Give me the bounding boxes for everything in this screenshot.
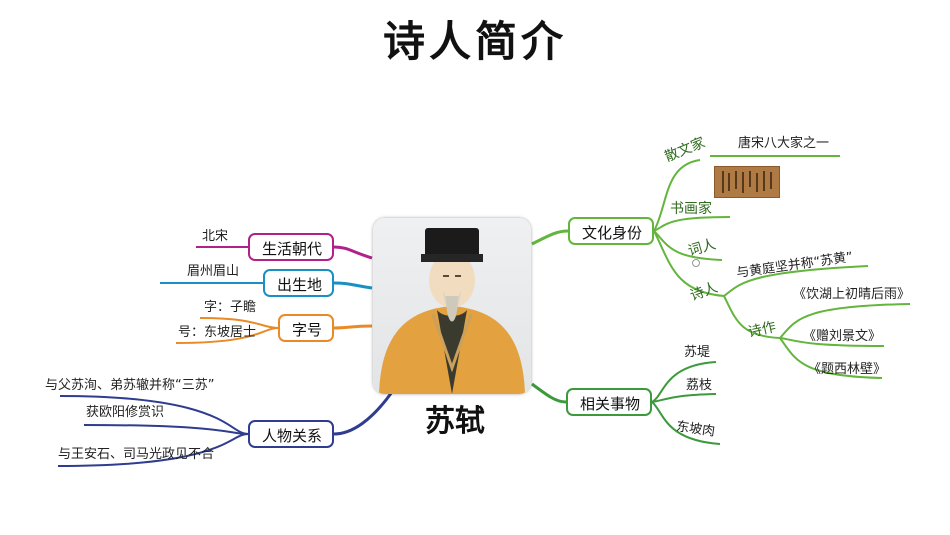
node-era[interactable]: 生活朝代 bbox=[248, 233, 334, 261]
connector-prose bbox=[653, 159, 701, 232]
connector-rel-3 bbox=[57, 433, 249, 467]
center-name: 苏轼 bbox=[425, 404, 485, 439]
connector-thing-3 bbox=[651, 401, 721, 445]
label-era-value: 北宋 bbox=[202, 229, 229, 244]
connector-thing-2 bbox=[651, 393, 717, 403]
connector-hao bbox=[175, 327, 279, 344]
connector-work-2 bbox=[779, 337, 885, 347]
label-relation-2: 获欧阳修赏识 bbox=[86, 405, 165, 420]
label-hao: 号：东坡居士 bbox=[178, 325, 257, 340]
node-culture[interactable]: 文化身份 bbox=[568, 217, 654, 245]
connector-poet bbox=[653, 230, 725, 297]
connector-relations bbox=[333, 391, 394, 436]
label-work-1: 《饮湖上初晴后雨》 bbox=[793, 287, 911, 302]
connector-things bbox=[531, 382, 567, 404]
label-prose-detail: 唐宋八大家之一 bbox=[738, 136, 830, 151]
connector-birthplace bbox=[333, 281, 373, 290]
label-relation-1: 与父苏洵、弟苏辙并称“三苏” bbox=[45, 378, 215, 393]
portrait-figure bbox=[379, 228, 525, 394]
connector-thing-1 bbox=[651, 361, 717, 403]
label-thing-1: 苏堤 bbox=[684, 345, 711, 360]
connector-works bbox=[723, 295, 781, 339]
branch-dot bbox=[692, 259, 700, 267]
label-thing-2: 荔枝 bbox=[686, 378, 713, 393]
node-names[interactable]: 字号 bbox=[278, 314, 334, 342]
label-zi: 字：子瞻 bbox=[204, 300, 257, 315]
connector-work-1 bbox=[779, 303, 911, 339]
connector-era bbox=[333, 245, 373, 260]
label-work-3: 《题西林壁》 bbox=[808, 362, 887, 377]
connector-poet-detail bbox=[723, 265, 869, 297]
node-relations[interactable]: 人物关系 bbox=[248, 420, 334, 448]
connector-painter bbox=[653, 216, 731, 232]
portrait-image bbox=[373, 218, 531, 394]
calligraphy-image bbox=[714, 166, 780, 198]
page-title: 诗人简介 bbox=[382, 17, 567, 66]
label-relation-3: 与王安石、司马光政见不合 bbox=[58, 447, 215, 462]
node-birthplace[interactable]: 出生地 bbox=[263, 269, 334, 297]
label-painter: 书画家 bbox=[670, 201, 712, 217]
label-birthplace-value: 眉州眉山 bbox=[187, 264, 240, 279]
connector-rel-1 bbox=[59, 395, 249, 435]
connector-culture bbox=[531, 229, 569, 246]
connector-ci bbox=[653, 230, 723, 261]
connector-rel-2 bbox=[83, 424, 249, 435]
connector-work-3 bbox=[779, 337, 883, 379]
node-things[interactable]: 相关事物 bbox=[566, 388, 652, 416]
label-work-2: 《赠刘景文》 bbox=[803, 329, 882, 344]
connector-names bbox=[333, 324, 373, 330]
